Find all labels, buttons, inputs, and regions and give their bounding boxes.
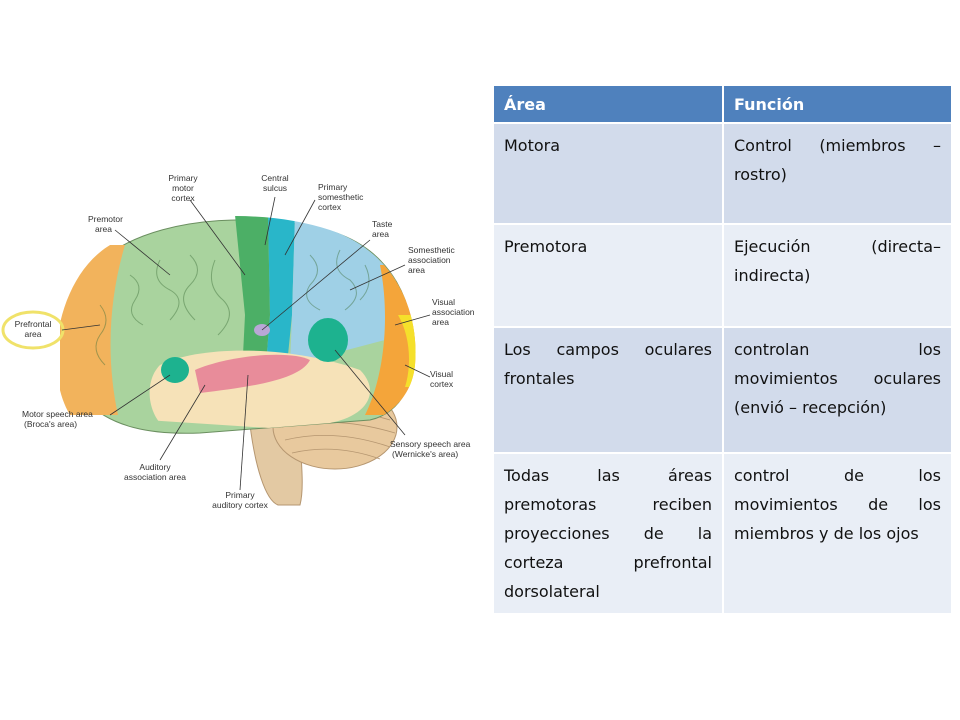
table-row: Premotora Ejecución (directa– indirecta) xyxy=(494,223,953,327)
header-area: Área xyxy=(494,86,724,123)
cell-area: Motora xyxy=(494,122,724,224)
header-function: Función xyxy=(723,86,953,123)
cell-function: Control (miembros – rostro) xyxy=(723,122,953,224)
cell-area: Todas las áreas premotoras reciben proye… xyxy=(494,452,724,613)
function-table: Área Función Motora Control (miembros – … xyxy=(494,86,953,613)
label-sensory-speech: Sensory speech area(Wernicke's area) xyxy=(390,439,471,459)
cell-function: controlan los movimientos oculares (envi… xyxy=(723,326,953,453)
cell-area: Los campos oculares frontales xyxy=(494,326,724,453)
table-row: Motora Control (miembros – rostro) xyxy=(494,122,953,224)
label-motor-speech: Motor speech area(Broca's area) xyxy=(22,409,93,429)
prefrontal-region xyxy=(60,245,125,415)
cell-area: Premotora xyxy=(494,223,724,327)
table-row: Todas las áreas premotoras reciben proye… xyxy=(494,452,953,613)
wernicke-spot xyxy=(308,318,348,362)
table-header-row: Área Función xyxy=(494,86,953,123)
visual-association-region xyxy=(365,265,416,415)
auditory-region xyxy=(195,354,310,393)
table-row: Los campos oculares frontales controlan … xyxy=(494,326,953,453)
cell-function: control de los movimientos de los miembr… xyxy=(723,452,953,613)
cell-function: Ejecución (directa– indirecta) xyxy=(723,223,953,327)
broca-spot xyxy=(161,357,189,383)
